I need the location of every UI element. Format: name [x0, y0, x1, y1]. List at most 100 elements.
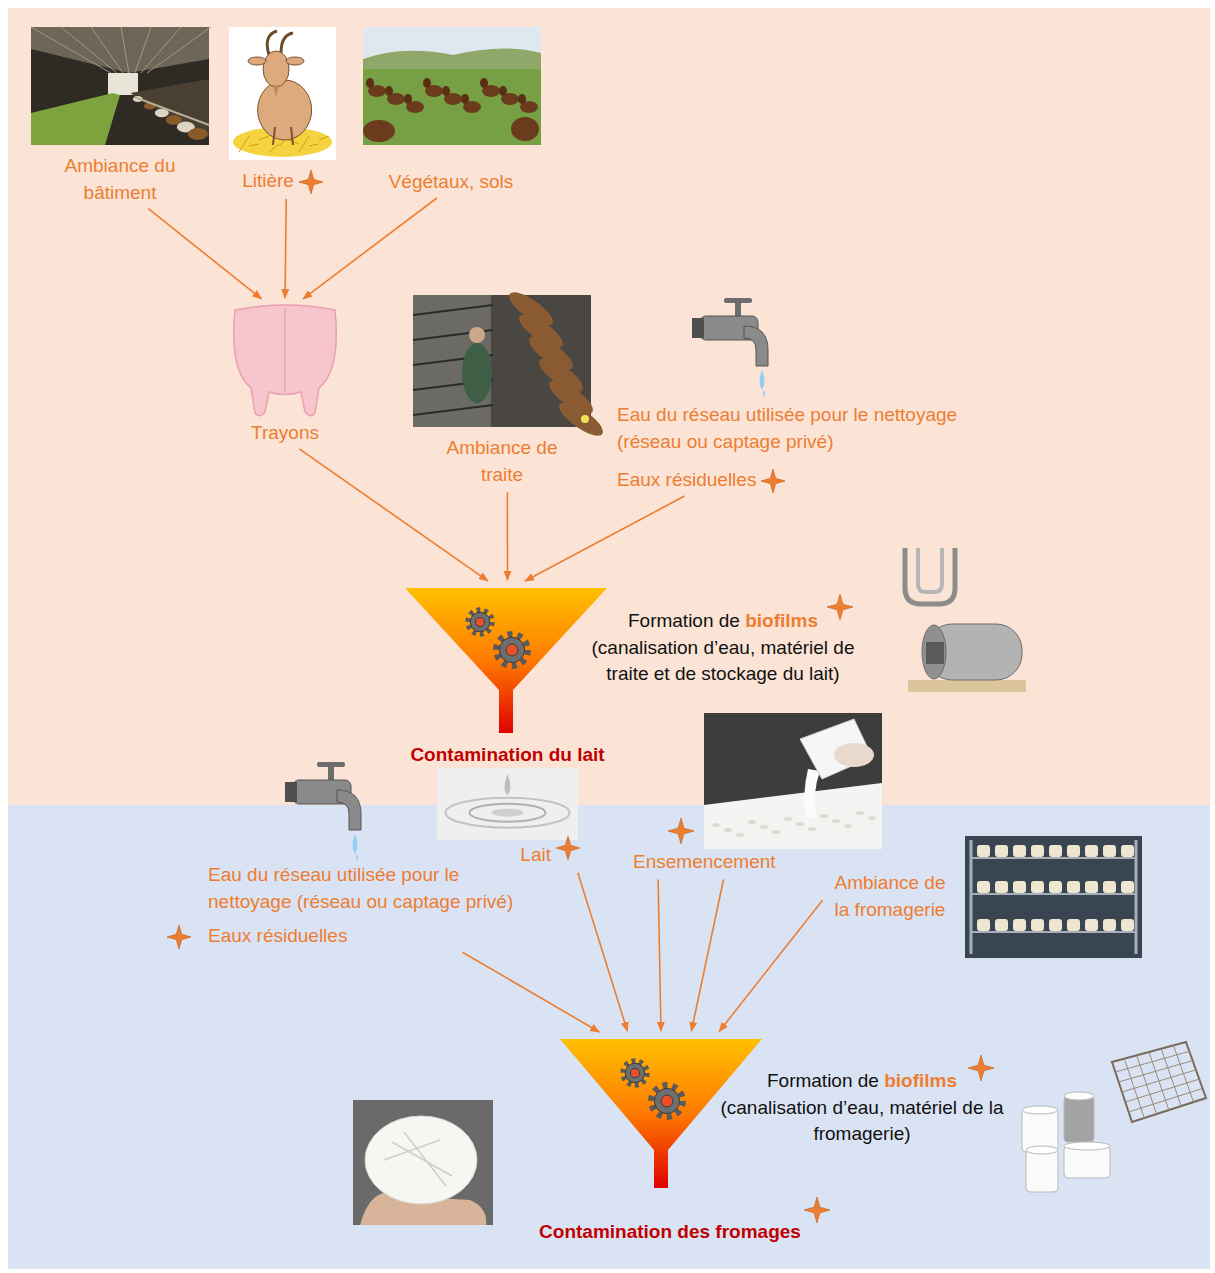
- mould-rim: [1064, 1092, 1094, 1100]
- curd-grain: [712, 823, 720, 827]
- gear-hub: [661, 1095, 673, 1107]
- star-mark: [804, 1197, 830, 1223]
- rack-post: [1135, 840, 1138, 954]
- udder-seam: [284, 308, 285, 392]
- goat-head: [263, 51, 289, 87]
- curd-grain: [772, 830, 780, 834]
- source-node: Litière: [228, 27, 338, 195]
- gear-hub: [630, 1068, 639, 1077]
- flow-arrow: [578, 873, 628, 1031]
- milking-cluster: [905, 548, 955, 604]
- tank-end: [922, 625, 946, 679]
- funnel-shape: [405, 588, 607, 733]
- milking-cluster: [918, 548, 942, 592]
- source-label: Ambiance du bâtiment: [65, 155, 176, 203]
- tap-spout: [337, 790, 361, 830]
- field-goat-head: [480, 78, 488, 88]
- tap-spout: [744, 326, 768, 366]
- caption-block: Trayons: [230, 420, 340, 447]
- field-goat-head: [499, 86, 507, 96]
- field-goat: [511, 117, 539, 141]
- cheese-log: [1085, 881, 1098, 893]
- picture: [234, 305, 337, 416]
- tank-hatch: [926, 642, 944, 664]
- tap-handle: [724, 298, 752, 303]
- funnel-node: Contamination des fromages: [520, 1033, 820, 1246]
- source-label: Litière: [242, 170, 294, 191]
- cheese-log: [1121, 919, 1134, 931]
- water-node: Eau du réseau utilisée pour le nettoyage…: [612, 298, 992, 494]
- straw-stalk: [239, 136, 249, 152]
- cheese-log: [1049, 845, 1062, 857]
- picture: [229, 27, 336, 160]
- picture: [363, 27, 541, 145]
- field-goat-head: [423, 78, 431, 88]
- curd-grain: [856, 811, 864, 815]
- straw-stalk: [309, 144, 319, 146]
- milking-rail: [413, 405, 493, 415]
- source-label: Lait: [520, 844, 551, 865]
- cheese-log: [1067, 919, 1080, 931]
- cheese-log: [977, 919, 990, 931]
- field-goat-head: [404, 94, 412, 104]
- picture: [437, 768, 578, 840]
- cheese-log: [1121, 845, 1134, 857]
- source-node: Lait: [436, 768, 581, 869]
- curd-grain: [844, 824, 852, 828]
- flow-arrow: [691, 880, 723, 1032]
- cheese-log: [1013, 881, 1026, 893]
- curd-grain: [736, 833, 744, 837]
- source-label: Eaux résiduelles: [208, 925, 347, 946]
- note-part: Formation de: [628, 610, 745, 631]
- field-goat-head: [461, 94, 469, 104]
- goat-ear: [286, 57, 304, 65]
- milk-drop: [505, 774, 511, 795]
- straw-stalk: [259, 136, 269, 140]
- funnel-outline: [520, 1033, 820, 1219]
- cheese-log: [1067, 881, 1080, 893]
- decorations: [353, 548, 1206, 1225]
- star-mark: [761, 469, 785, 493]
- picture: [413, 287, 607, 442]
- cheese-log: [1103, 845, 1116, 857]
- flow-arrow: [507, 492, 509, 580]
- water-drip: [760, 370, 765, 390]
- gear-hub: [506, 644, 518, 656]
- rack-wire: [1174, 1046, 1194, 1103]
- picture: [965, 836, 1142, 958]
- hand: [834, 743, 874, 767]
- udder-node: Trayons: [230, 300, 340, 447]
- field-goat-head: [442, 86, 450, 96]
- cheese-log: [1013, 845, 1026, 857]
- cheese-log: [1103, 881, 1116, 893]
- flow-arrow: [719, 900, 822, 1031]
- curd-grain: [724, 828, 732, 832]
- milk-stream: [804, 769, 820, 817]
- milk-ripple: [446, 798, 570, 828]
- milk-photo: [437, 768, 578, 840]
- caption-block: Litière: [228, 168, 338, 195]
- cheese-log: [1085, 919, 1098, 931]
- picture: [692, 298, 768, 397]
- goat-cheese: [365, 1116, 477, 1204]
- source-label: Ambiance de la fromagerie: [835, 872, 946, 920]
- cheese-log: [1031, 881, 1044, 893]
- barn-hay: [31, 93, 120, 145]
- rack-wire: [1129, 1089, 1203, 1113]
- curd-grain: [820, 814, 828, 818]
- star-mark: [299, 170, 323, 194]
- flow-arrow: [303, 198, 437, 299]
- milk-ripple: [470, 804, 546, 822]
- source-node: Ambiance de traite: [412, 295, 592, 488]
- milking-picture: [412, 295, 592, 427]
- caption-block: Ensemencement: [633, 849, 885, 876]
- goat-ear: [248, 57, 266, 65]
- curd-grain: [796, 822, 804, 826]
- flow-arrow: [285, 199, 286, 298]
- field-goat-head: [385, 86, 393, 96]
- rack-shelf: [971, 857, 1136, 859]
- straw-stalk: [289, 140, 299, 144]
- flow-arrow: [299, 449, 488, 581]
- funnel-node: Contamination du lait: [395, 582, 620, 769]
- rack-shelf: [971, 931, 1136, 933]
